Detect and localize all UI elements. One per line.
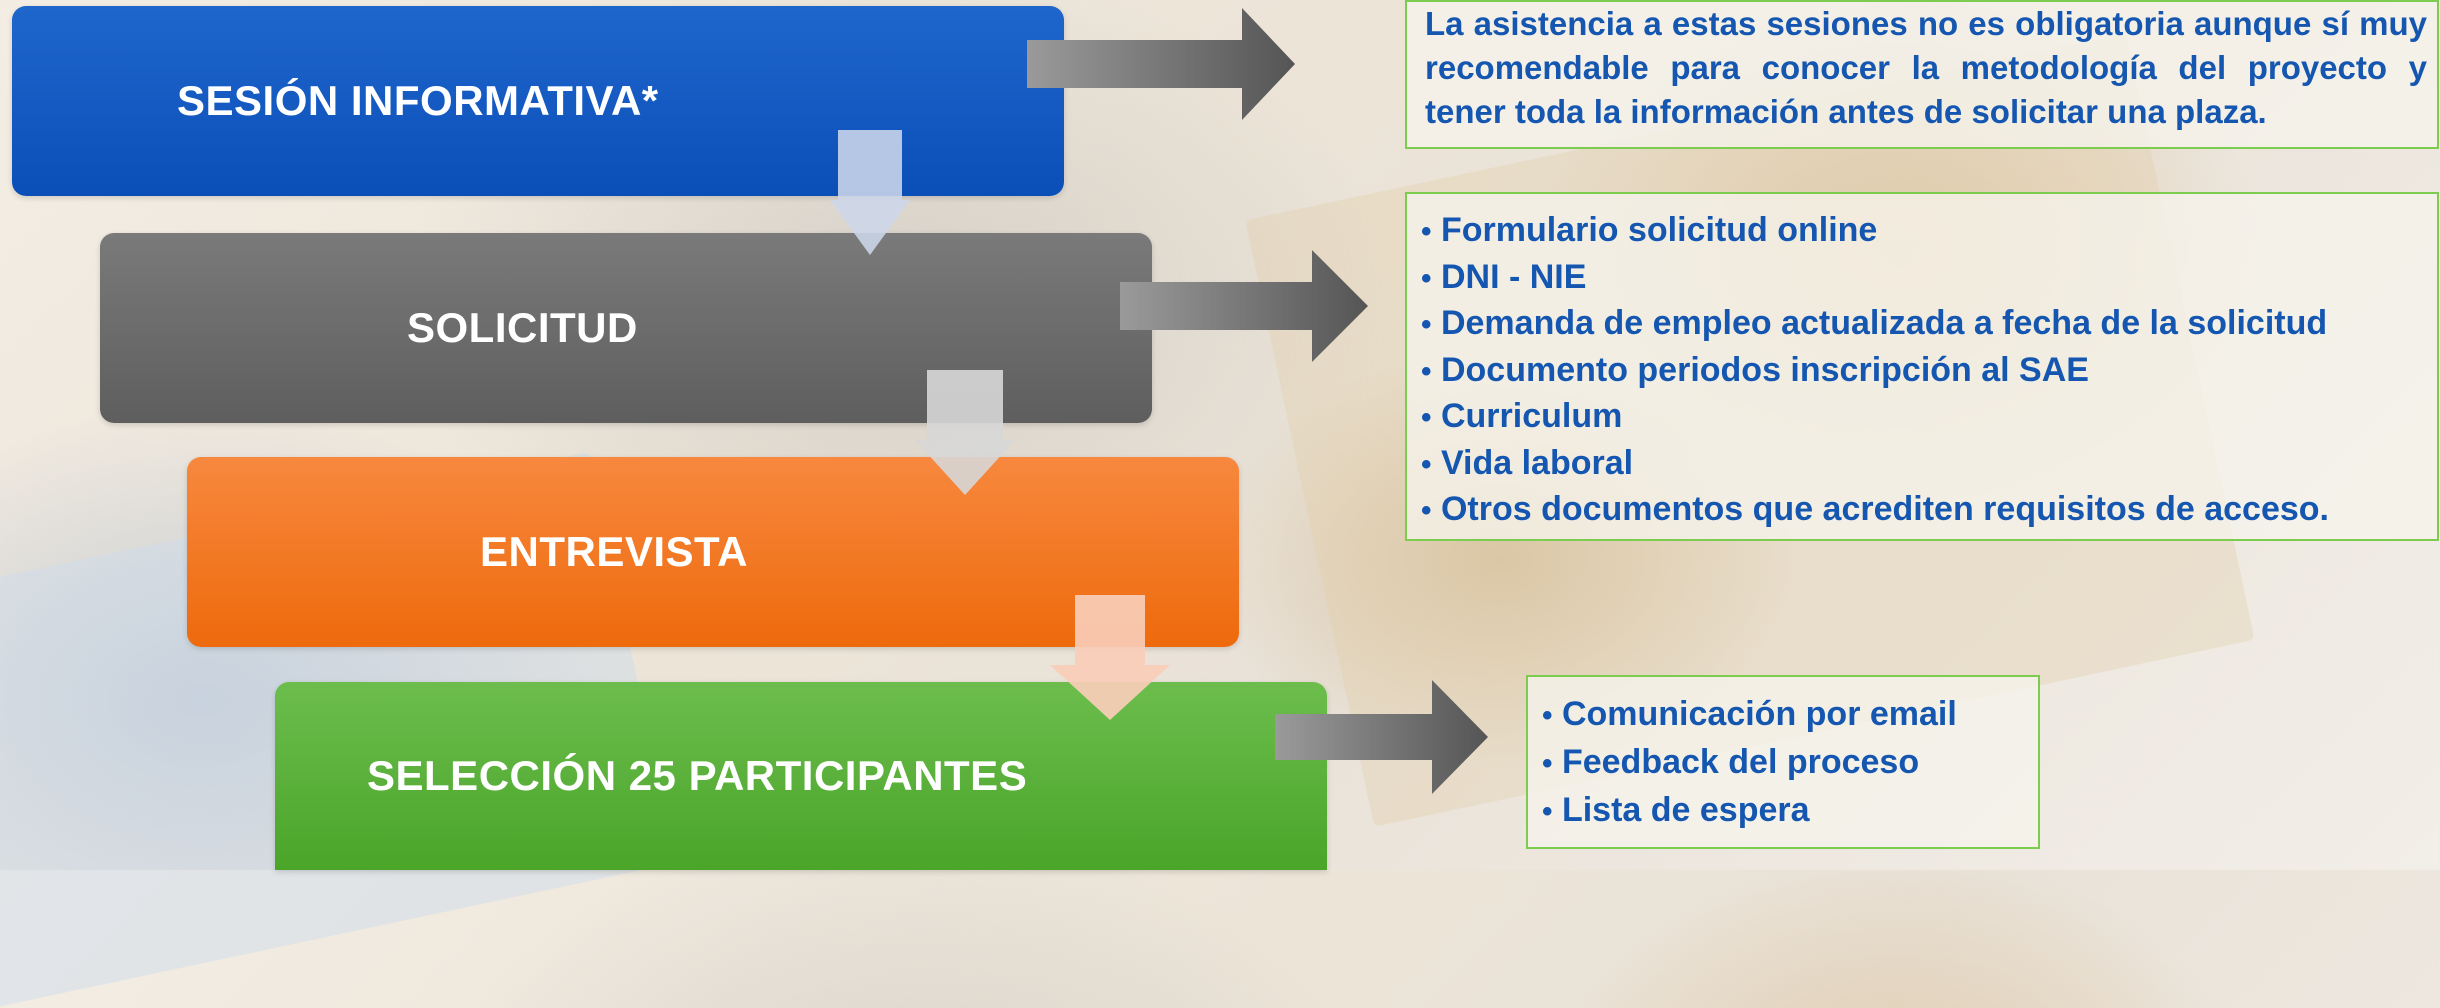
bullet-icon: • [1421,494,1432,527]
list-item: • Formulario solicitud online [1421,211,1878,249]
step-label: SOLICITUD [407,304,638,351]
step-entrevista: ENTREVISTA [187,457,1239,647]
seleccion-panel: • Comunicación por email • Feedback del … [1526,675,2040,849]
requirements-list: • Formulario solicitud online • DNI - NI… [1407,194,2437,534]
sesion-info-text: La asistencia a estas sesiones no es obl… [1425,5,2427,130]
step-label: SELECCIÓN 25 PARTICIPANTES [367,752,1028,799]
list-item: • DNI - NIE [1421,257,1587,296]
step-sesion-informativa: SESIÓN INFORMATIVA* [12,6,1064,196]
list-item: • Demanda de empleo actualizada a fecha … [1421,304,2328,342]
down-arrow-2 [915,370,1015,495]
bullet-icon: • [1542,747,1553,780]
seleccion-list: • Comunicación por email • Feedback del … [1528,677,2038,835]
list-item: • Lista de espera [1542,791,1810,829]
bullet-icon: • [1421,261,1432,295]
list-item: • Documento periodos inscripción al SAE [1421,350,2089,389]
bullet-icon: • [1542,699,1553,732]
list-item: • Curriculum [1421,397,1623,435]
bullet-icon: • [1421,401,1432,434]
sesion-info-panel: La asistencia a estas sesiones no es obl… [1405,0,2439,149]
down-arrow-1 [830,130,910,255]
bullet-icon: • [1421,354,1432,388]
right-arrow-3 [1275,680,1488,794]
list-item: • Feedback del proceso [1542,743,1920,781]
step-label: SESIÓN INFORMATIVA* [177,77,659,124]
bullet-icon: • [1421,447,1432,481]
right-arrow-2 [1120,250,1368,362]
bullet-icon: • [1421,215,1432,248]
list-item: • Otros documentos que acrediten requisi… [1421,490,2329,528]
down-arrow-3 [1050,595,1170,720]
step-seleccion: SELECCIÓN 25 PARTICIPANTES [275,682,1327,870]
right-arrow-1 [1027,8,1295,120]
bullet-icon: • [1542,795,1553,828]
list-item: • Vida laboral [1421,443,1634,482]
solicitud-requirements-panel: • Formulario solicitud online • DNI - NI… [1405,192,2439,541]
list-item: • Comunicación por email [1542,695,1957,733]
step-label: ENTREVISTA [480,528,748,575]
bullet-icon: • [1421,308,1432,341]
